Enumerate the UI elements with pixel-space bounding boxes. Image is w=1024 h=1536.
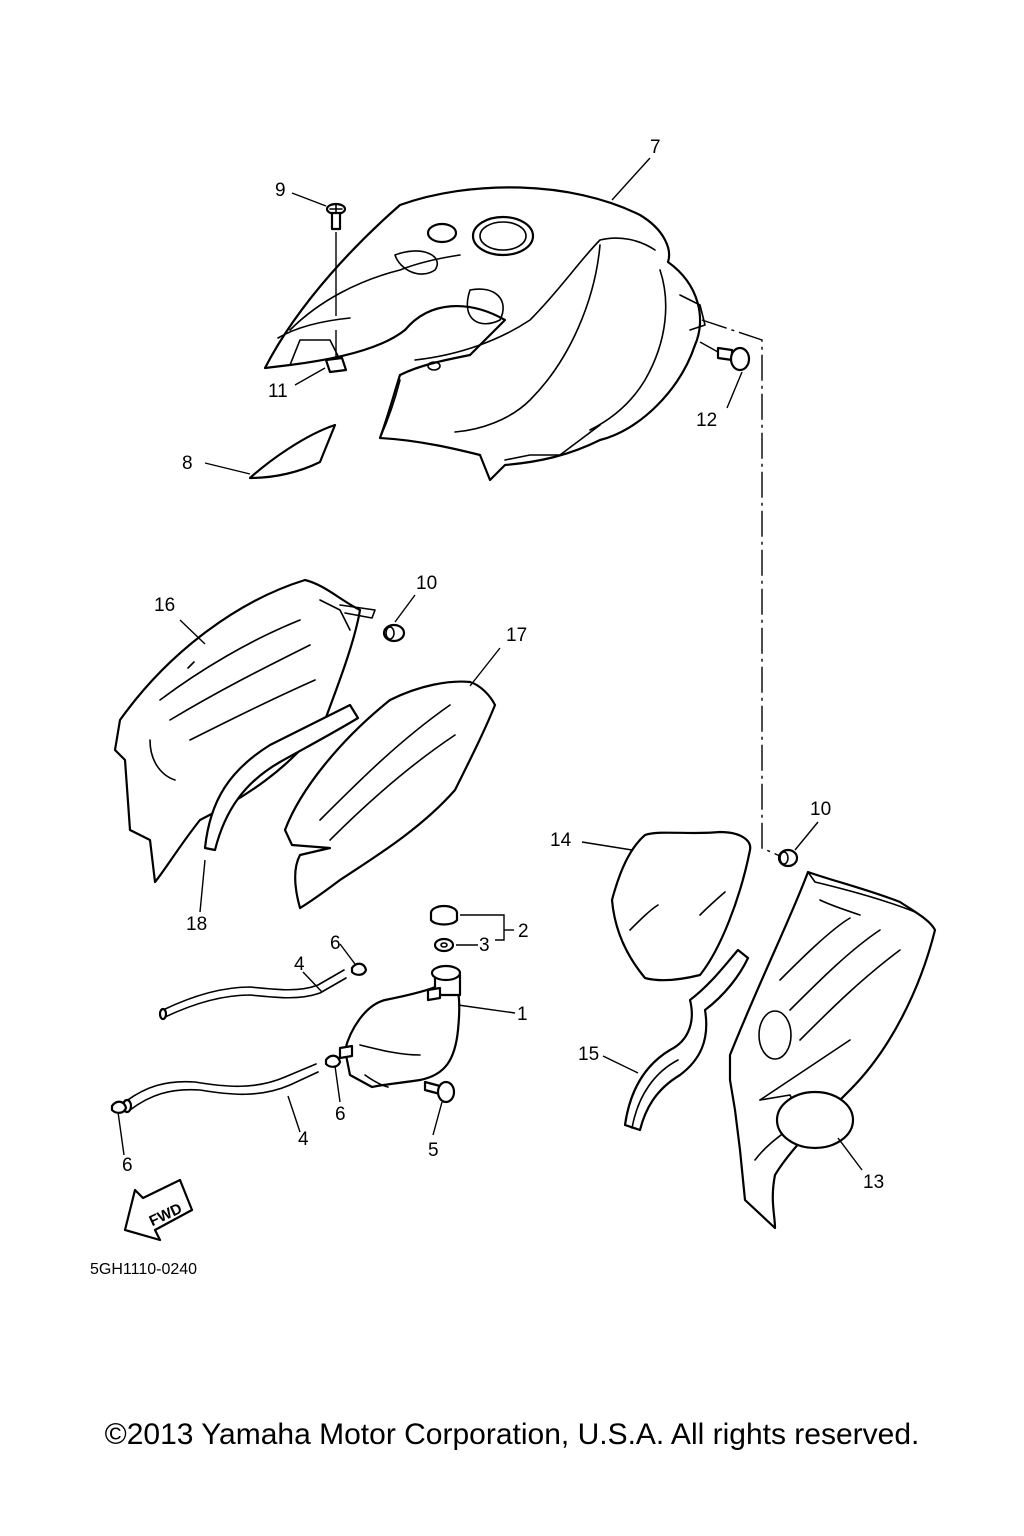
- hose-part-4-upper: [158, 969, 347, 1021]
- callout-13: 13: [863, 1172, 884, 1193]
- round-decal-part-13: [775, 1090, 855, 1150]
- trim-strip-part-15: [623, 948, 750, 1132]
- leader-lines: [117, 157, 863, 1171]
- callout-15: 15: [578, 1044, 599, 1065]
- decal-part-17: [283, 680, 497, 910]
- emblem-part-8: [248, 423, 337, 480]
- callout-6-a: 6: [330, 933, 341, 954]
- bolt-part-12: [699, 341, 751, 372]
- callout-14: 14: [550, 830, 572, 851]
- decal-part-14: [610, 830, 752, 982]
- grommet-part-10-b: [777, 848, 799, 868]
- callout-7: 7: [650, 137, 661, 158]
- callout-12: 12: [696, 410, 717, 431]
- callout-9: 9: [275, 180, 286, 201]
- callout-18: 18: [186, 914, 207, 935]
- cap-part-2: [429, 904, 459, 926]
- callout-6-b: 6: [335, 1104, 346, 1125]
- copyright-notice: ©2013 Yamaha Motor Corporation, U.S.A. A…: [104, 1418, 920, 1451]
- callout-labels: 1 2 3 4 4 5 6 6 6 7 8 9 10 10 11 12 13 1…: [122, 137, 884, 1193]
- reservoir-tank-part-1: [338, 964, 462, 1089]
- callout-4-upper: 4: [294, 954, 305, 975]
- callout-17: 17: [506, 625, 527, 646]
- callout-10-b: 10: [810, 799, 831, 820]
- hose-part-4-lower: [121, 1063, 319, 1114]
- callout-4-lower: 4: [298, 1129, 309, 1150]
- screw-part-9: [325, 202, 347, 316]
- forward-arrow-icon: FWD: [123, 1178, 194, 1242]
- drawing-code: 5GH1110-0240: [90, 1261, 198, 1278]
- bolt-part-5: [423, 1080, 456, 1104]
- clip-nut-part-11: [324, 330, 348, 374]
- callout-1: 1: [517, 1004, 528, 1025]
- callout-11: 11: [268, 381, 288, 402]
- trim-strip-part-18: [203, 703, 360, 852]
- callout-8: 8: [182, 453, 193, 474]
- callout-10-a: 10: [416, 573, 437, 594]
- assembly-line: [701, 319, 781, 857]
- callout-2: 2: [518, 921, 529, 942]
- washer-part-3: [433, 937, 455, 953]
- callout-5: 5: [428, 1140, 439, 1161]
- side-cover-left-part-16: [113, 578, 376, 884]
- callout-3: 3: [479, 935, 490, 956]
- callout-6-c: 6: [122, 1155, 133, 1176]
- tank-cover-part-7: [263, 186, 706, 482]
- side-cover-right-assembly: [728, 870, 937, 1230]
- clip-part-6-c: [110, 1100, 128, 1114]
- clip-part-6-a: [350, 962, 368, 976]
- callout-16: 16: [154, 595, 175, 616]
- clip-part-6-b: [324, 1054, 342, 1068]
- grommet-part-10-a: [382, 623, 406, 643]
